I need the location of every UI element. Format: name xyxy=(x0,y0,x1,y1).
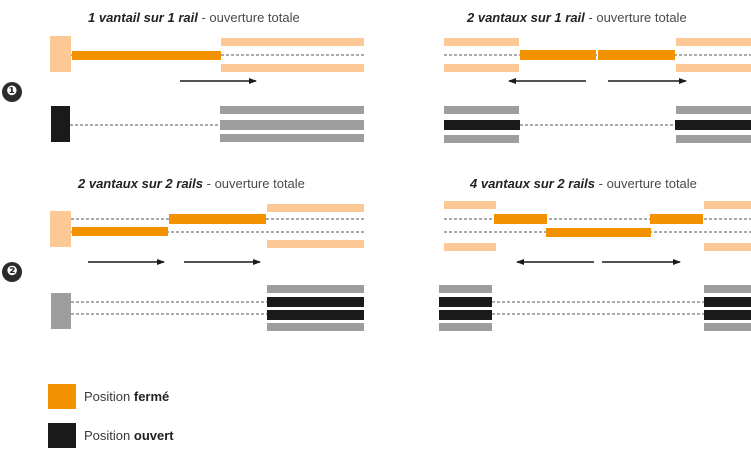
closed-leaf xyxy=(72,51,221,60)
panel-4-closed xyxy=(444,201,751,265)
wall-segment xyxy=(221,38,364,46)
wall-segment xyxy=(444,64,519,72)
open-leaf xyxy=(675,120,751,130)
wall-segment xyxy=(704,323,751,331)
wall-segment xyxy=(267,240,364,248)
open-leaf xyxy=(704,297,751,307)
wall-segment xyxy=(220,134,364,142)
panel-1-open xyxy=(51,106,364,142)
wall-segment xyxy=(676,38,751,46)
wall-segment xyxy=(220,106,364,114)
wall-segment xyxy=(267,204,364,212)
wall-segment xyxy=(439,323,492,331)
wall-segment xyxy=(676,135,751,143)
legend-label-open: Position ouvert xyxy=(84,428,174,443)
closed-leaf xyxy=(650,214,703,224)
open-leaf xyxy=(220,120,364,130)
wall-stub xyxy=(50,211,71,247)
panel-3-open xyxy=(51,285,364,331)
closed-leaf xyxy=(598,50,675,60)
panel-3-closed xyxy=(50,204,364,265)
wall-segment xyxy=(267,285,364,293)
wall-segment xyxy=(676,106,751,114)
panel-2-open xyxy=(444,106,751,143)
wall-segment xyxy=(444,201,496,209)
panel-1-closed xyxy=(50,36,364,84)
step-2-marker: ❷ xyxy=(2,262,22,282)
open-leaf xyxy=(439,310,492,320)
legend-label-closed: Position fermé xyxy=(84,389,170,404)
closed-leaf xyxy=(494,214,547,224)
panel-title-1: 1 vantail sur 1 rail - ouverture totale xyxy=(88,10,300,25)
open-leaf-end xyxy=(51,106,70,142)
panel-title-3: 2 vantaux sur 2 rails - ouverture totale xyxy=(78,176,305,191)
wall-segment xyxy=(704,201,751,209)
wall-segment xyxy=(221,64,364,72)
open-leaf-end xyxy=(51,293,71,329)
closed-leaf xyxy=(520,50,596,60)
closed-leaf xyxy=(546,228,651,237)
wall-segment xyxy=(704,243,751,251)
panel-title-2: 2 vantaux sur 1 rail - ouverture totale xyxy=(467,10,687,25)
closed-leaf xyxy=(72,227,168,236)
closed-leaf xyxy=(169,214,266,224)
open-leaf xyxy=(444,120,520,130)
panel-2-closed xyxy=(444,38,751,84)
legend-swatch-open xyxy=(48,423,76,448)
open-leaf xyxy=(439,297,492,307)
wall-segment xyxy=(444,106,519,114)
wall-segment xyxy=(676,64,751,72)
panel-title-4: 4 vantaux sur 2 rails - ouverture totale xyxy=(470,176,697,191)
step-1-marker: ❶ xyxy=(2,82,22,102)
open-leaf xyxy=(267,310,364,320)
wall-segment xyxy=(444,135,519,143)
wall-segment xyxy=(444,38,519,46)
wall-segment xyxy=(444,243,496,251)
open-leaf xyxy=(267,297,364,307)
wall-segment xyxy=(267,323,364,331)
legend-swatch-closed xyxy=(48,384,76,409)
panel-4-open xyxy=(439,285,751,331)
wall-segment xyxy=(439,285,492,293)
wall-stub xyxy=(50,36,71,72)
open-leaf xyxy=(704,310,751,320)
wall-segment xyxy=(704,285,751,293)
